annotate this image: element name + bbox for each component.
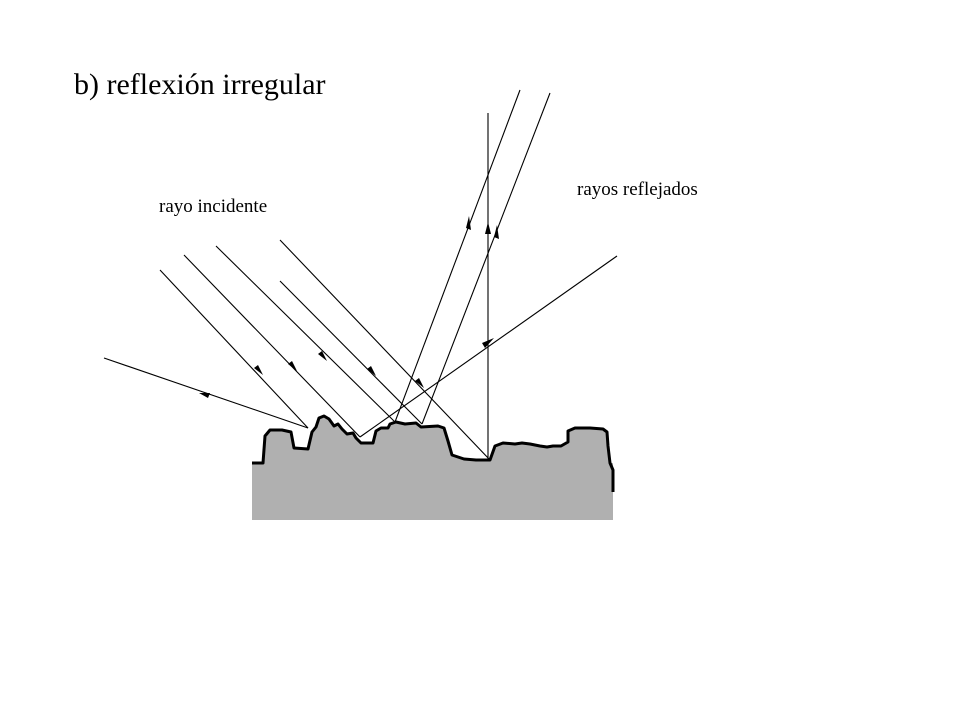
incident-ray-label: rayo incidente — [159, 196, 268, 217]
reflected-ray-1 — [394, 89, 521, 423]
reflected-ray-2 — [421, 92, 551, 425]
reflected-arrow-1 — [466, 216, 471, 230]
reflected-arrow-3 — [482, 338, 494, 348]
incident-arrow-1 — [254, 365, 263, 375]
reflected-rays-label: rayos reflejados — [577, 179, 698, 200]
reflected-arrow-vertical — [485, 222, 491, 234]
incident-arrow-3 — [318, 351, 327, 361]
incident-ray-3 — [215, 245, 396, 423]
diagram-title: b) reflexión irregular — [74, 68, 326, 101]
incident-ray-2 — [183, 254, 361, 438]
incident-arrow-2 — [288, 361, 297, 371]
reflected-arrow-2 — [494, 225, 499, 239]
rough-surface — [252, 414, 615, 492]
incident-arrow-5 — [415, 378, 424, 388]
reflected-arrow-left — [199, 393, 210, 398]
incident-ray-4 — [279, 280, 423, 425]
incident-arrow-4 — [367, 366, 376, 376]
incident-ray-1 — [159, 269, 309, 429]
incident-ray-5 — [279, 239, 491, 461]
